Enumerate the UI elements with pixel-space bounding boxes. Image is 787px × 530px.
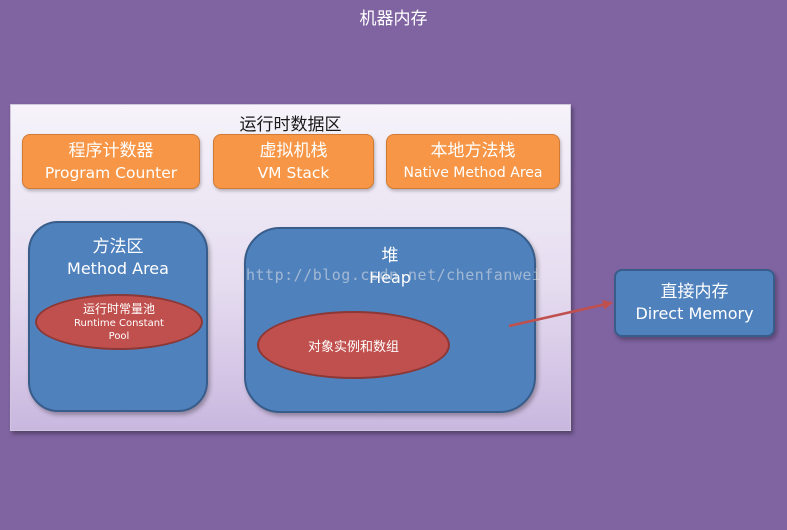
heap-box: 堆 Heap 对象实例和数组 <box>244 227 536 413</box>
method-area-box: 方法区 Method Area 运行时常量池 Runtime Constant … <box>28 221 208 412</box>
constant-pool-en-line2: Pool <box>108 330 130 342</box>
direct-memory-zh: 直接内存 <box>660 282 729 302</box>
program-counter-zh: 程序计数器 <box>68 140 154 161</box>
native-method-stack-en: Native Method Area <box>403 164 543 181</box>
heap-zh: 堆 <box>381 246 399 266</box>
method-area-en: Method Area <box>67 259 169 278</box>
direct-memory-box: 直接内存 Direct Memory <box>614 269 775 337</box>
runtime-data-area: 运行时数据区 程序计数器 Program Counter 虚拟机栈 VM Sta… <box>10 104 571 431</box>
arrow-heap-to-direct-memory <box>508 299 613 328</box>
vm-stack-zh: 虚拟机栈 <box>259 140 328 161</box>
native-method-stack-zh: 本地方法栈 <box>430 140 516 161</box>
constant-pool-zh: 运行时常量池 <box>82 301 155 316</box>
vm-stack-box: 虚拟机栈 VM Stack <box>213 134 374 189</box>
runtime-constant-pool: 运行时常量池 Runtime Constant Pool <box>35 294 203 350</box>
method-area-zh: 方法区 <box>92 237 144 257</box>
constant-pool-en-line1: Runtime Constant <box>74 317 164 329</box>
heap-en: Heap <box>369 268 411 287</box>
program-counter-en: Program Counter <box>44 163 178 182</box>
direct-memory-en: Direct Memory <box>635 304 754 323</box>
machine-memory-title: 机器内存 <box>359 9 428 29</box>
native-method-stack-box: 本地方法栈 Native Method Area <box>386 134 560 189</box>
watermark: http://blog.csdn.net/chenfanwei <box>246 266 542 284</box>
runtime-data-area-title: 运行时数据区 <box>239 115 342 135</box>
objects-label: 对象实例和数组 <box>307 339 399 355</box>
object-instances-and-arrays: 对象实例和数组 <box>257 311 450 379</box>
vm-stack-en: VM Stack <box>257 163 330 182</box>
program-counter-box: 程序计数器 Program Counter <box>22 134 200 189</box>
